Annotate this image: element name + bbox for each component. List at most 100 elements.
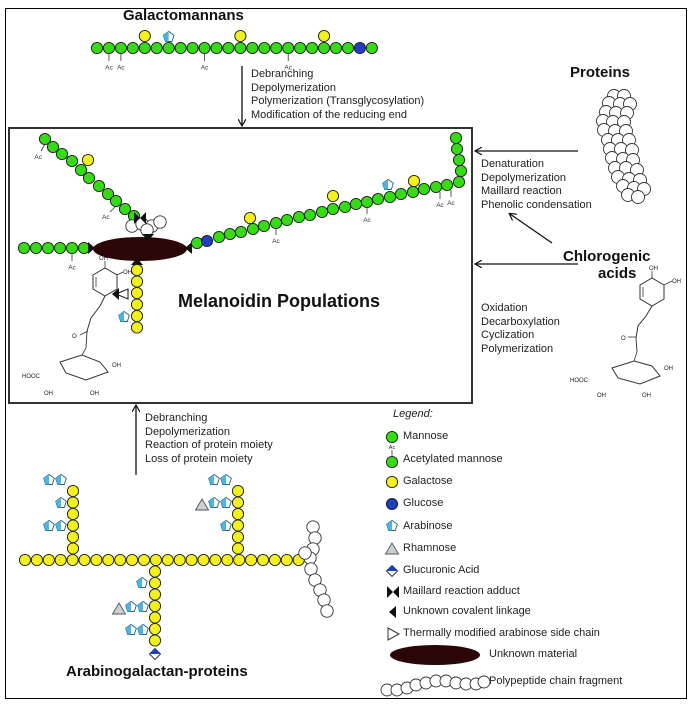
quinic-ring bbox=[611, 360, 661, 385]
galactose-residue bbox=[148, 611, 162, 624]
legend-acetylated-mannose-icon bbox=[385, 455, 399, 469]
galactose-residue bbox=[209, 553, 222, 567]
arabinose-icon bbox=[137, 623, 149, 635]
galactose-residue bbox=[268, 553, 281, 567]
mannose-residue bbox=[450, 142, 464, 156]
rhamnose-icon bbox=[384, 542, 400, 555]
mannose-residue bbox=[41, 241, 55, 255]
rhamnose-icon bbox=[111, 602, 127, 615]
galactose-residue bbox=[185, 553, 198, 567]
galactose-residue bbox=[221, 553, 234, 567]
mannose-residue bbox=[270, 41, 283, 55]
acetyl-label: Ac bbox=[34, 154, 42, 161]
mannose-residue bbox=[198, 41, 211, 55]
galactose-residue bbox=[243, 211, 257, 225]
galactose-residue bbox=[66, 484, 80, 498]
galactose-residue bbox=[66, 530, 80, 544]
legend-label-rhamnose: Rhamnose bbox=[403, 542, 457, 554]
agp-steps: Debranching Depolymerization Reaction of… bbox=[145, 412, 273, 466]
arabinose-icon bbox=[55, 519, 67, 531]
galactose-residue bbox=[130, 263, 144, 277]
arabinose-icon bbox=[220, 496, 232, 508]
mannose-residue bbox=[210, 41, 223, 55]
galactose-residue bbox=[234, 29, 247, 43]
galactose-residue bbox=[280, 553, 293, 567]
mannose-residue bbox=[338, 200, 352, 214]
legend-label-unknown-material: Unknown material bbox=[489, 648, 578, 660]
mannose-residue bbox=[55, 147, 69, 161]
arabinose-icon bbox=[386, 519, 398, 531]
mannose-residue bbox=[292, 210, 306, 224]
legend-unknown-material-icon bbox=[390, 645, 480, 665]
galactose-residue bbox=[148, 599, 162, 613]
legend-thermal-arabinose-icon bbox=[387, 627, 401, 641]
acetyl-label: Ac bbox=[105, 65, 113, 72]
mannose-residue bbox=[92, 179, 106, 193]
arabinose-icon bbox=[55, 473, 67, 485]
galactose-residue bbox=[66, 496, 80, 509]
mannose-residue bbox=[82, 171, 96, 185]
mannose-residue bbox=[383, 190, 397, 204]
acetyl-label: Ac bbox=[201, 65, 209, 72]
legend-mannose-icon bbox=[385, 430, 399, 444]
mannose-residue bbox=[246, 222, 260, 236]
mannose-residue bbox=[449, 131, 463, 145]
mannose-residue bbox=[29, 241, 43, 255]
mannose-residue bbox=[109, 194, 123, 208]
galactose-residue bbox=[148, 634, 162, 647]
mannose-residue bbox=[234, 225, 248, 239]
arabinose-icon bbox=[137, 600, 149, 612]
protein-residue bbox=[631, 190, 645, 204]
arabinose-icon bbox=[382, 178, 394, 190]
arabinose-fill bbox=[118, 311, 124, 322]
mannose-residue bbox=[417, 182, 431, 196]
galactose-residue bbox=[148, 622, 162, 636]
maillard-adduct-icon bbox=[387, 586, 399, 598]
galactose-residue bbox=[66, 542, 80, 555]
mannose-residue bbox=[150, 41, 163, 55]
polypeptide-residue bbox=[317, 593, 331, 607]
maillard-adduct-icon bbox=[134, 212, 146, 224]
mannose-residue bbox=[257, 219, 271, 233]
arrow-chlorogenic-to-proteins bbox=[510, 214, 553, 244]
melanoidin-populations-title: Melanoidin Populations bbox=[178, 291, 380, 311]
acetyl-label: Ac bbox=[363, 217, 371, 224]
galactose-residue bbox=[30, 553, 43, 567]
caffeoyl-ring bbox=[639, 277, 665, 307]
acetyl-label: Ac bbox=[284, 65, 292, 72]
ester-bond bbox=[635, 337, 638, 353]
arabinose-icon bbox=[208, 473, 220, 485]
mannose-residue bbox=[303, 208, 317, 222]
mannose-residue bbox=[452, 175, 466, 189]
arabinose-fill bbox=[163, 31, 169, 42]
arabinose-fill bbox=[220, 520, 226, 531]
ester-bond bbox=[85, 330, 88, 349]
galactomannans-title: Galactomannans bbox=[123, 7, 244, 24]
galactose-residue bbox=[197, 553, 210, 567]
arabinose-fill bbox=[220, 474, 226, 485]
propenoid-chain bbox=[86, 295, 106, 332]
chem-label: OH bbox=[99, 256, 108, 262]
arabinose-icon bbox=[220, 473, 232, 485]
chlorogenic-acids-title-line1: Chlorogenic bbox=[563, 248, 651, 265]
chem-label: HOOC bbox=[22, 374, 41, 380]
chlorogenic-steps: Oxidation Decarboxylation Cyclization Po… bbox=[481, 302, 560, 356]
legend-glucose-icon bbox=[385, 497, 399, 511]
arabinose-icon bbox=[55, 496, 67, 508]
galactose-residue bbox=[231, 519, 245, 532]
polypeptide-residue bbox=[298, 546, 312, 560]
mannose-residue bbox=[440, 178, 454, 192]
chem-label: OH bbox=[112, 363, 121, 369]
mannose-residue bbox=[65, 241, 79, 255]
mannose-residue bbox=[118, 202, 132, 216]
chem-label: HOOC bbox=[570, 378, 589, 384]
arabinose-fill bbox=[43, 474, 49, 485]
galactose-residue bbox=[102, 553, 115, 567]
galactose-residue bbox=[149, 553, 162, 567]
arabinose-fill bbox=[125, 624, 131, 635]
step: Depolymerization bbox=[145, 425, 230, 438]
arabinose-icon bbox=[125, 600, 137, 612]
mannose-residue bbox=[101, 187, 115, 201]
acetyl-label: Ac bbox=[447, 200, 455, 207]
galactose-residue bbox=[161, 553, 174, 567]
